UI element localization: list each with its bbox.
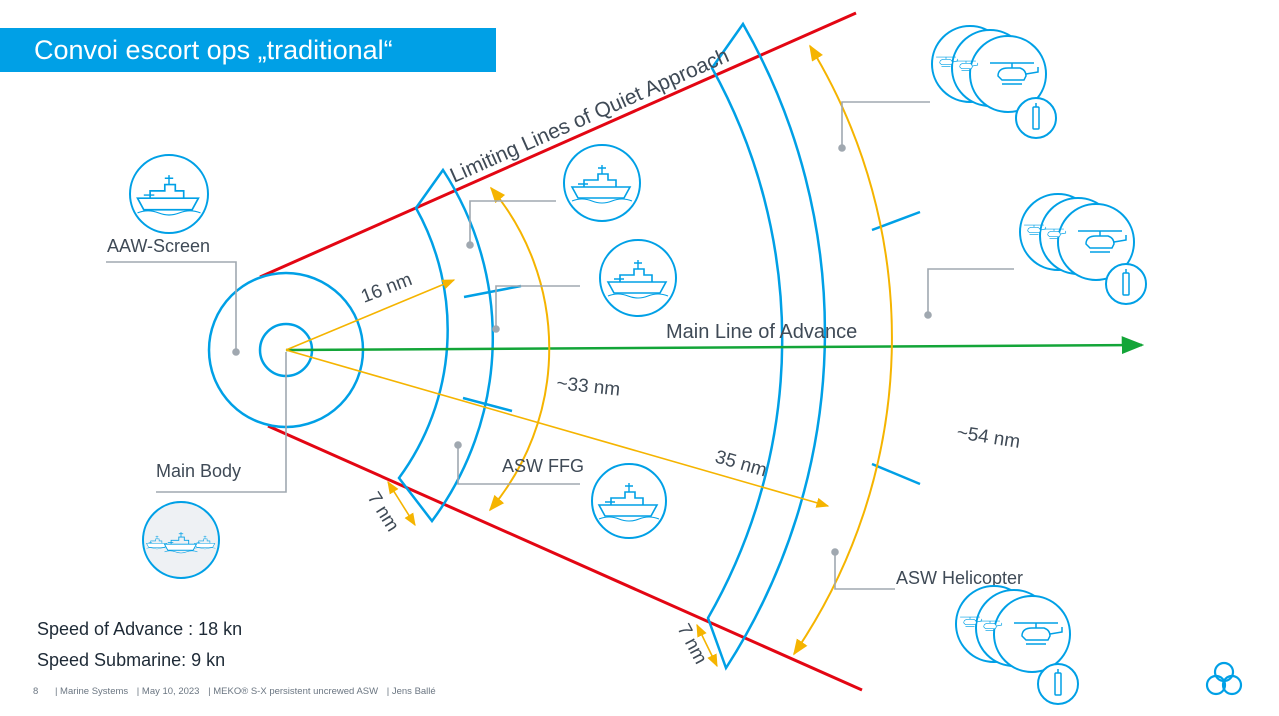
- distance-54nm-arc: [793, 44, 893, 656]
- speed-of-advance: Speed of Advance : 18 kn: [37, 619, 243, 639]
- distance-7nm-arrow: [696, 623, 718, 668]
- asw-helicopter-label: ASW Helicopter: [896, 568, 1023, 588]
- distance-33nm-label: ~33 nm: [555, 373, 621, 401]
- callout-heli-3: [834, 553, 895, 590]
- main-line-label: Main Line of Advance: [666, 321, 857, 343]
- convoy-icon: [142, 501, 220, 579]
- callout-ffg-3: [457, 446, 580, 485]
- heli-sector-divider: [871, 462, 921, 486]
- sonobuoy-icon: [1105, 263, 1147, 305]
- distance-7nm-label: 7 nm: [673, 620, 711, 667]
- frigate-icon: [563, 144, 641, 222]
- footer: 8 | Marine Systems | May 10, 2023 | MEKO…: [33, 686, 442, 697]
- main-line-of-advance-arrow: [285, 336, 1145, 355]
- callout-ffg-1: [469, 200, 556, 244]
- ffg-sector: [397, 167, 495, 524]
- sonobuoy-icon: [1015, 97, 1057, 139]
- callout-main-body: [156, 352, 287, 493]
- frigate-icon: [591, 463, 667, 539]
- frigate-icon: [129, 154, 209, 234]
- brand-logo-icon: [1205, 661, 1243, 696]
- main-body-label: Main Body: [156, 461, 241, 481]
- helicopter-icon: [955, 585, 1071, 673]
- aaw-screen-label: AAW-Screen: [107, 236, 210, 256]
- distance-54nm-label: ~54 nm: [955, 422, 1021, 453]
- distance-7nm-arrow: [387, 480, 416, 527]
- callout-aaw-screen: [106, 261, 237, 352]
- footer-date: | May 10, 2023: [136, 686, 200, 697]
- callout-heli-1: [841, 101, 930, 147]
- callout-heli-2: [927, 268, 1014, 314]
- ffg-sector-divider: [463, 284, 522, 299]
- limit-line-upper: [259, 11, 857, 279]
- distance-33nm-arc: [488, 186, 551, 512]
- distance-16nm-label: 16 nm: [358, 269, 415, 308]
- page-title: Convoi escort ops „traditional“: [0, 28, 496, 72]
- callout-ffg-2: [495, 285, 580, 328]
- limit-line-lower: [267, 424, 863, 692]
- page-number: 8: [33, 686, 39, 697]
- distance-35nm-label: 35 nm: [713, 447, 770, 482]
- distance-16nm-arrow: [285, 279, 456, 351]
- distance-35nm-arrow: [285, 349, 830, 508]
- asw-ffg-label: ASW FFG: [502, 456, 584, 476]
- helicopter-icon: [1019, 193, 1135, 281]
- frigate-icon: [599, 239, 677, 317]
- sonobuoy-icon: [1037, 663, 1079, 705]
- footer-topic: | MEKO® S-X persistent uncrewed ASW: [208, 686, 379, 697]
- footer-org: | Marine Systems: [54, 686, 129, 697]
- speed-submarine: Speed Submarine: 9 kn: [37, 650, 226, 670]
- helicopter-icon: [931, 25, 1047, 113]
- footer-author: | Jens Ballé: [386, 686, 436, 697]
